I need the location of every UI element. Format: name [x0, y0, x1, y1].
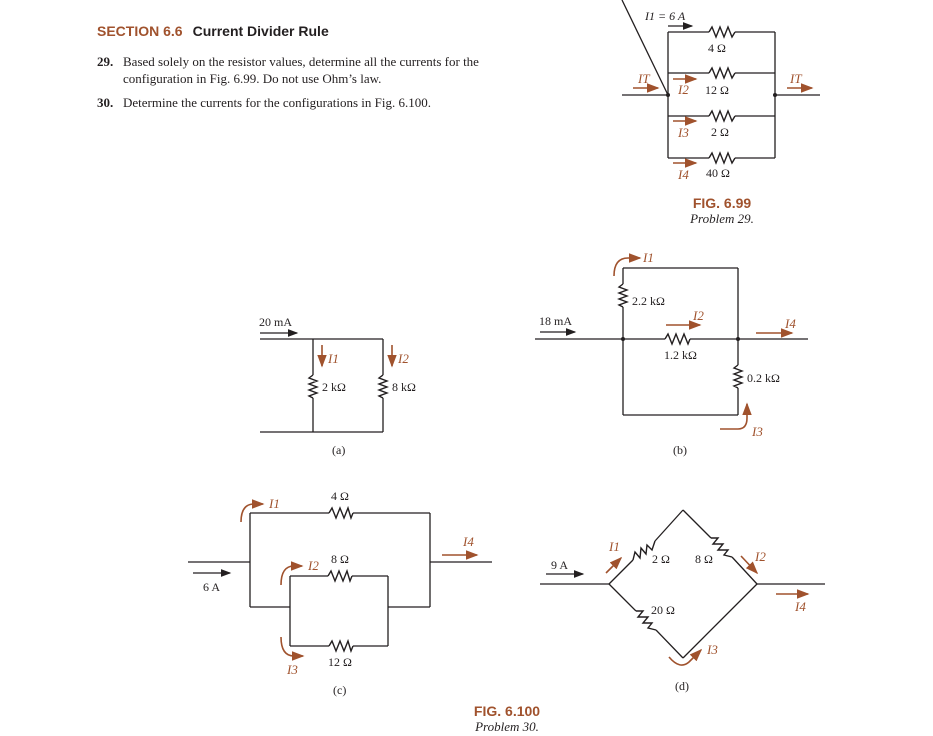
section-number: SECTION 6.6	[97, 23, 183, 39]
section-heading: SECTION 6.6 Current Divider Rule	[97, 23, 329, 39]
resistor-label: 4 Ω	[708, 41, 726, 55]
fig-6-100d-circuit: 9 A 2 Ω 8 Ω 20 Ω I1 I2 I4 I3 (d)	[540, 509, 825, 693]
source-label: 20 mA	[259, 315, 292, 329]
current-label-i2: I2	[677, 82, 689, 97]
resistor-icon	[307, 374, 319, 399]
current-label-i3: I3	[677, 125, 689, 140]
resistor-label: 8 Ω	[331, 552, 349, 566]
current-label-i1: I1	[268, 496, 280, 511]
current-label-i4: I4	[462, 534, 474, 549]
figure-subcaption: Problem 29.	[690, 211, 754, 226]
resistor-icon	[708, 25, 736, 39]
fig-6-100b-circuit: 18 mA 2.2 kΩ 1.2 kΩ 0.2 kΩ I1 I2 I4 I3 (…	[535, 250, 808, 457]
subfigure-label: (b)	[673, 443, 687, 457]
current-label-i1: I1	[642, 250, 654, 265]
current-label-it-in: IT	[637, 71, 650, 86]
subfigure-label: (a)	[332, 443, 345, 457]
branch-12ohm	[668, 66, 775, 80]
current-label-i2: I2	[692, 308, 704, 323]
resistor-label: 2 Ω	[711, 125, 729, 139]
current-label-i3: I3	[751, 424, 763, 439]
resistor-icon	[636, 610, 657, 631]
source-label: 9 A	[551, 558, 568, 572]
subfigure-label: (c)	[333, 683, 346, 697]
resistor-icon	[708, 109, 736, 123]
branch-4ohm	[668, 25, 775, 39]
problem-30: 30. Determine the currents for the config…	[97, 94, 493, 111]
current-label-i2: I2	[754, 549, 766, 564]
arrow-icon	[280, 636, 305, 661]
problem-number: 30.	[97, 95, 114, 110]
current-label-i2: I2	[307, 558, 319, 573]
current-label-i1: I1 = 6 A	[644, 9, 686, 23]
resistor-icon	[377, 374, 389, 399]
current-label-i1: I1	[327, 351, 339, 366]
resistor-icon	[632, 540, 656, 561]
fig-6-99-circuit: 4 Ω 12 Ω 2 Ω 40 Ω I1 = 6 A IT IT I2 I3 I…	[621, 0, 820, 182]
figure-subcaption: Problem 30.	[475, 719, 539, 734]
current-label-it-out: IT	[789, 71, 802, 86]
problem-text: Determine the currents for the configura…	[123, 95, 431, 110]
resistor-label: 8 Ω	[695, 552, 713, 566]
fig-6-100-caption: FIG. 6.100 Problem 30.	[447, 703, 567, 735]
arrow-icon	[240, 499, 265, 523]
resistor-icon	[327, 568, 353, 584]
resistor-icon	[617, 283, 629, 308]
source-label: 6 A	[203, 580, 220, 594]
resistor-label: 8 kΩ	[392, 380, 416, 394]
arrow-icon	[613, 253, 642, 277]
resistor-icon	[328, 505, 354, 521]
current-label-i1: I1	[608, 539, 620, 554]
source-label: 18 mA	[539, 314, 572, 328]
resistor-label: 0.2 kΩ	[747, 371, 780, 385]
arrow-icon	[720, 402, 752, 430]
fig-6-100a-circuit: 20 mA 2 kΩ 8 kΩ I1 I2 (a)	[259, 315, 416, 457]
resistor-icon	[328, 638, 354, 654]
problem-text: Based solely on the resistor values, det…	[123, 54, 479, 86]
wire	[621, 0, 669, 96]
arrow-icon	[668, 648, 703, 666]
current-label-i2: I2	[397, 351, 409, 366]
fig-6-100c-circuit: 6 A 4 Ω 8 Ω 12 Ω I1 I2 I3 I4 (c)	[188, 489, 492, 697]
figure-number: FIG. 6.99	[692, 195, 752, 211]
current-label-i3: I3	[706, 642, 718, 657]
resistor-icon	[664, 332, 691, 346]
current-label-i3: I3	[286, 662, 298, 677]
figure-number: FIG. 6.100	[473, 703, 541, 719]
arrow-icon	[740, 555, 759, 575]
resistor-label: 20 Ω	[651, 603, 675, 617]
problem-29: 29. Based solely on the resistor values, …	[97, 53, 493, 87]
resistor-label: 1.2 kΩ	[664, 348, 697, 362]
arrow-icon	[605, 556, 623, 574]
fig-6-99-caption: FIG. 6.99 Problem 29.	[662, 195, 782, 227]
current-label-i4: I4	[784, 316, 796, 331]
resistor-icon	[708, 66, 736, 80]
branch-2ohm	[668, 109, 775, 123]
current-label-i4: I4	[794, 599, 806, 614]
resistor-label: 2 kΩ	[322, 380, 346, 394]
resistor-icon	[711, 537, 733, 558]
problem-number: 29.	[97, 54, 114, 69]
resistor-label: 12 Ω	[328, 655, 352, 669]
resistor-icon	[732, 364, 744, 389]
section-title: Current Divider Rule	[192, 23, 329, 39]
resistor-label: 2.2 kΩ	[632, 294, 665, 308]
arrow-icon	[280, 561, 304, 586]
current-label-i4: I4	[677, 167, 689, 182]
resistor-label: 40 Ω	[706, 166, 730, 180]
branch-40ohm	[668, 151, 775, 165]
subfigure-label: (d)	[675, 679, 689, 693]
resistor-label: 12 Ω	[705, 83, 729, 97]
resistor-label: 4 Ω	[331, 489, 349, 503]
resistor-icon	[708, 151, 736, 165]
resistor-label: 2 Ω	[652, 552, 670, 566]
